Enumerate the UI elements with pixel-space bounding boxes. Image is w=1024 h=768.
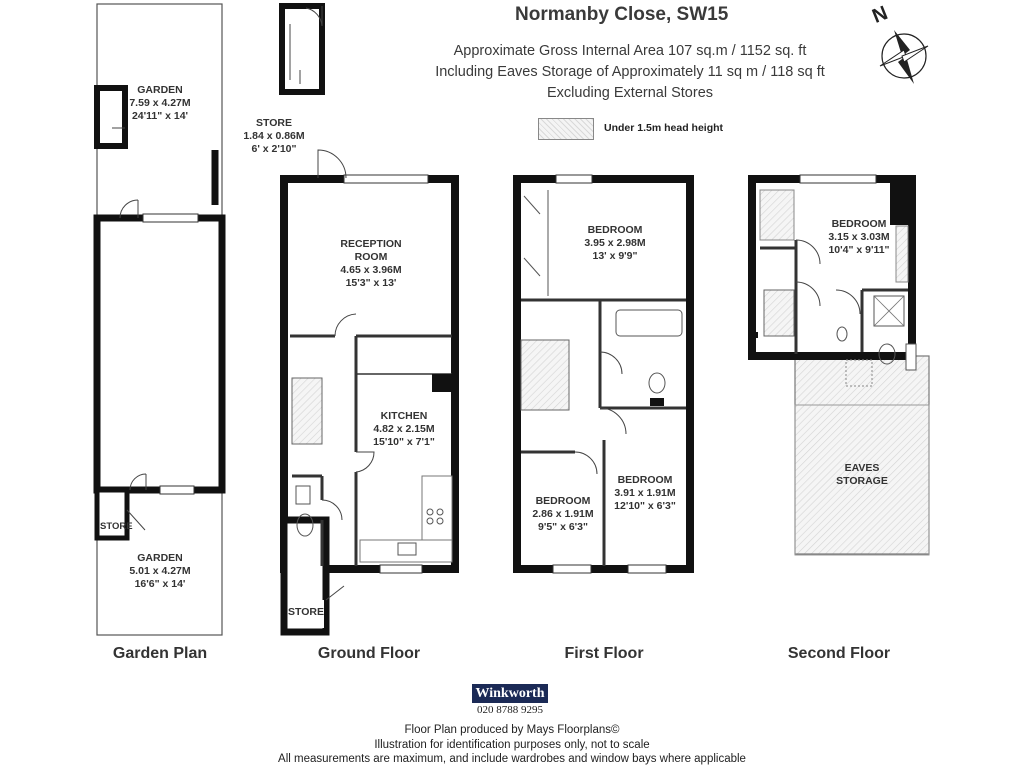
first-floor-plan [513,174,694,574]
eaves-storage-name-2: STORAGE [836,475,888,487]
legend-hatch-swatch [538,118,594,140]
external-store-metric: 1.84 x 0.86M [243,130,305,142]
reception-room-name-1: RECEPTION [340,238,402,250]
first-bedroom-main-label: BEDROOM 3.95 x 2.98M 13' x 9'9" [572,224,658,263]
kitchen-metric: 4.82 x 2.15M [373,423,435,435]
second-floor-caption: Second Floor [787,645,891,662]
eaves-storage-label: EAVES STORAGE [820,462,904,488]
legend-label: Under 1.5m head height [604,122,724,134]
first-bedroom-left-metric: 2.86 x 1.91M [532,508,594,520]
garden-bottom-name: GARDEN [137,552,183,564]
ground-floor-plan [280,149,459,636]
exclusion-text: Excluding External Stores [546,85,714,101]
reception-room-name-2: ROOM [354,251,388,263]
reception-room-label: RECEPTION ROOM 4.65 x 3.96M 15'3" x 13' [325,238,417,290]
footer-producer: Floor Plan produced by Mays Floorplans© [404,724,620,736]
second-bedroom-imperial: 10'4" x 9'11" [828,244,890,256]
garden-bottom-metric: 5.01 x 4.27M [129,565,191,577]
ground-floor-caption: Ground Floor [317,645,421,662]
first-bedroom-left-label: BEDROOM 2.86 x 1.91M 9'5" x 6'3" [523,495,603,534]
garden-top-label: GARDEN 7.59 x 4.27M 24'11" x 14' [120,84,200,123]
kitchen-imperial: 15'10" x 7'1" [373,436,435,448]
second-bedroom-metric: 3.15 x 3.03M [828,231,890,243]
external-store-name: STORE [256,117,292,129]
kitchen-label: KITCHEN 4.82 x 2.15M 15'10" x 7'1" [362,410,446,449]
compass-rose-icon [879,30,929,84]
reception-room-metric: 4.65 x 3.96M [340,264,402,276]
first-bedroom-main-metric: 3.95 x 2.98M [584,237,646,249]
agency-logo: Winkworth [472,684,548,703]
first-bedroom-main-imperial: 13' x 9'9" [592,250,638,262]
page-title: Normanby Close, SW15 [515,4,729,25]
gross-area-text: Approximate Gross Internal Area 107 sq.m… [453,43,807,59]
garden-top-name: GARDEN [137,84,183,96]
garden-plan-caption: Garden Plan [112,645,208,662]
garden-plan [93,3,226,636]
first-bedroom-left-imperial: 9'5" x 6'3" [538,521,588,533]
first-bedroom-right-metric: 3.91 x 1.91M [614,487,676,499]
footer-disclaimer: Illustration for identification purposes… [374,739,650,751]
reception-room-imperial: 15'3" x 13' [345,277,397,289]
first-bedroom-main-name: BEDROOM [587,224,643,236]
agency-phone: 020 8788 9295 [477,704,543,716]
first-bedroom-right-label: BEDROOM 3.91 x 1.91M 12'10" x 6'3" [606,474,684,513]
second-bedroom-name: BEDROOM [831,218,887,230]
garden-bottom-imperial: 16'6" x 14' [134,578,186,590]
second-floor-plan [748,174,930,556]
garden-top-imperial: 24'11" x 14' [131,110,189,122]
external-store [279,3,325,95]
first-bedroom-right-name: BEDROOM [617,474,673,486]
eaves-storage-name-1: EAVES [844,462,880,474]
ground-store-label: STORE [288,606,324,618]
first-bedroom-left-name: BEDROOM [535,495,591,507]
garden-store-label: STORE [100,521,133,532]
external-store-label: STORE 1.84 x 0.86M 6' x 2'10" [236,117,312,156]
garden-top-metric: 7.59 x 4.27M [129,97,191,109]
kitchen-name: KITCHEN [380,410,428,422]
garden-bottom-label: GARDEN 5.01 x 4.27M 16'6" x 14' [120,552,200,591]
first-floor-caption: First Floor [564,645,644,662]
external-store-imperial: 6' x 2'10" [251,143,297,155]
footer-measurements-note: All measurements are maximum, and includ… [278,753,746,765]
eaves-area-text: Including Eaves Storage of Approximately… [435,64,825,80]
second-bedroom-label: BEDROOM 3.15 x 3.03M 10'4" x 9'11" [818,218,900,257]
first-bedroom-right-imperial: 12'10" x 6'3" [614,500,676,512]
